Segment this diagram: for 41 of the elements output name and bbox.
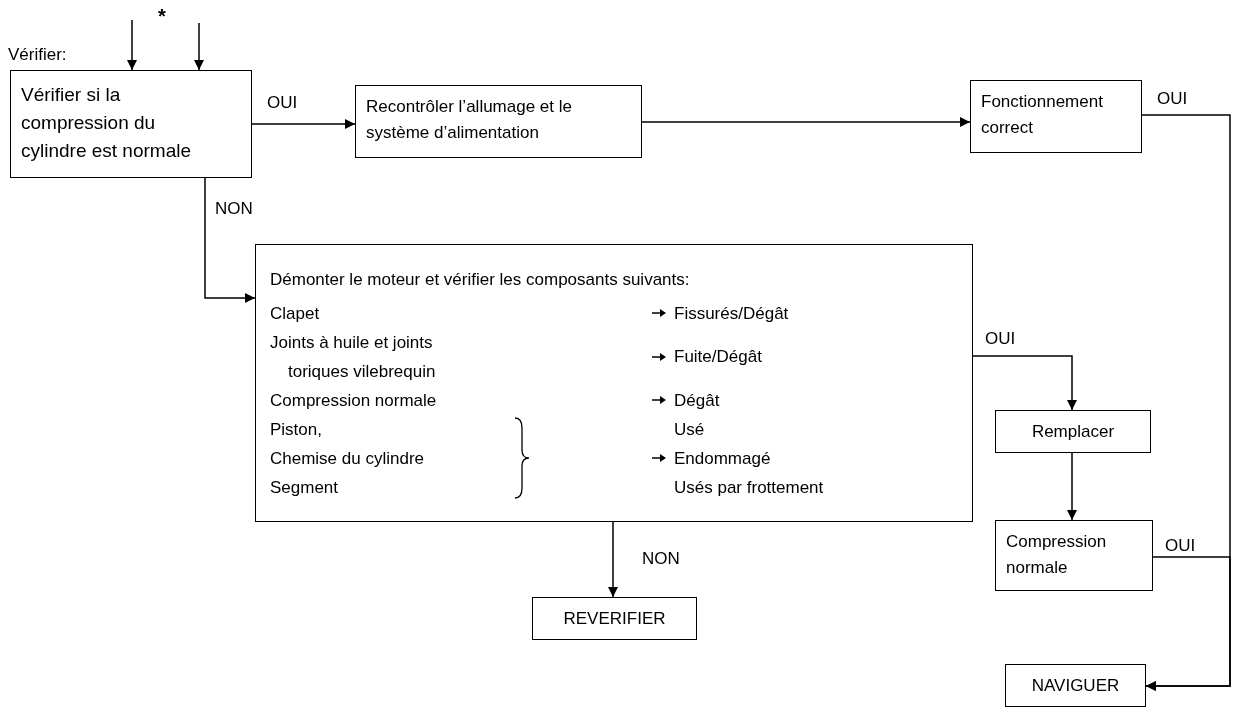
edge-label: NON bbox=[213, 200, 255, 217]
process-box bbox=[355, 85, 642, 158]
step-text: Recontrôler l’allumage et le système d’alimentation bbox=[366, 96, 573, 144]
step-text: Compression normale bbox=[1006, 531, 1108, 579]
step-caption: Vérifier: bbox=[8, 46, 67, 63]
condition-text: Dégât bbox=[674, 389, 720, 412]
component-name: Compression normale bbox=[270, 389, 438, 412]
arrow bbox=[127, 19, 137, 71]
process-box bbox=[1005, 664, 1146, 707]
process-box bbox=[255, 244, 973, 522]
condition-text: Fuite/Dégât bbox=[674, 346, 762, 368]
arrow bbox=[1145, 556, 1231, 691]
arrow bbox=[972, 355, 1077, 411]
arrow bbox=[204, 177, 256, 303]
arrow bbox=[641, 117, 971, 127]
step-text: Remplacer bbox=[1031, 420, 1115, 443]
component-name: Chemise du cylindre bbox=[270, 447, 425, 470]
component-name: Joints à huile et joints toriques vilebrequin bbox=[270, 331, 437, 383]
step-text: Vérifier si la compression du cylindre est normale bbox=[21, 83, 193, 163]
process-box bbox=[10, 70, 252, 178]
condition-text: Usé bbox=[674, 418, 705, 441]
edge-label: NON bbox=[640, 550, 682, 567]
step-text: REVERIFIER bbox=[563, 607, 666, 630]
note-mark: * bbox=[158, 6, 166, 26]
component-name: Clapet bbox=[270, 302, 321, 325]
arrow bbox=[251, 119, 356, 129]
arrow bbox=[194, 22, 204, 71]
arrow bbox=[1067, 452, 1077, 521]
arrow bbox=[608, 521, 618, 598]
component-name: Piston, bbox=[270, 418, 323, 441]
step-heading: Démonter le moteur et vérifier les composants suivants: bbox=[270, 269, 691, 291]
process-box bbox=[995, 410, 1151, 453]
process-box bbox=[970, 80, 1142, 153]
process-box bbox=[995, 520, 1153, 591]
condition-text: Usés par frottement bbox=[674, 476, 824, 499]
step-text: Fonctionnement correct bbox=[981, 91, 1104, 139]
condition-text: Endommagé bbox=[674, 447, 771, 470]
process-box bbox=[532, 597, 697, 640]
step-text: NAVIGUER bbox=[1031, 674, 1120, 697]
component-name: Segment bbox=[270, 476, 340, 499]
condition-text: Fissurés/Dégât bbox=[674, 302, 789, 325]
